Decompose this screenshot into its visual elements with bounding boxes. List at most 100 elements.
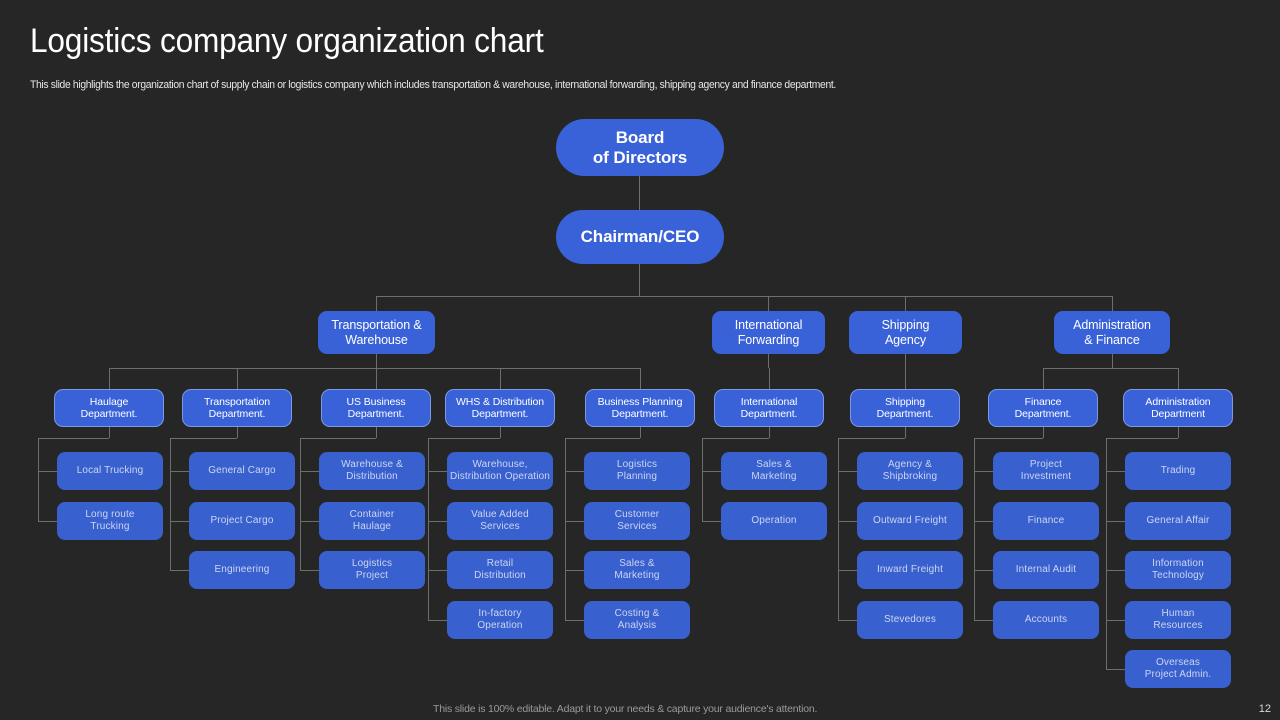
- node-function-shipping-0[interactable]: Agency &Shipbroking: [857, 452, 963, 490]
- connector-leaf-stub-0-3-3: [428, 619, 447, 621]
- node-label-line1: Customer: [614, 508, 660, 520]
- node-function-administration-0[interactable]: Trading: [1125, 452, 1231, 490]
- node-division-transportation-warehouse[interactable]: Transportation & Warehouse: [318, 311, 435, 354]
- node-function-shipping-1[interactable]: Outward Freight: [857, 501, 963, 540]
- connector-dept-bus-0: [109, 368, 640, 369]
- connector-spine-jog-0-4: [565, 438, 640, 439]
- node-function-business-planning-3[interactable]: Costing &Analysis: [584, 600, 690, 639]
- connector-leaf-stub-2-0-1: [838, 520, 857, 522]
- node-function-finance-1[interactable]: Finance: [993, 501, 1099, 540]
- node-label-line1: Internal Audit: [1015, 564, 1077, 576]
- node-label-line2: Marketing: [614, 570, 660, 581]
- node-function-transportation-2[interactable]: Engineering: [189, 551, 295, 589]
- connector-spine-0-1: [170, 438, 171, 570]
- node-function-shipping-2[interactable]: Inward Freight: [857, 551, 963, 589]
- node-label-line1: Logistics: [616, 459, 658, 471]
- connector-spine-1-0: [702, 438, 703, 521]
- connector-dept-stem-0-0: [109, 368, 110, 389]
- connector-dept-stem-1-0: [769, 368, 770, 389]
- node-label-line1: Sales &: [619, 558, 655, 570]
- node-function-business-planning-2[interactable]: Sales &Marketing: [584, 551, 690, 589]
- connector-leaf-stub-3-1-2: [1106, 570, 1125, 571]
- node-division-shipping-agency[interactable]: Shipping Agency: [849, 311, 962, 354]
- node-function-whs-distribution-0[interactable]: Warehouse,Distribution Operation: [447, 452, 553, 490]
- node-chairman-ceo[interactable]: Chairman/CEO: [556, 210, 724, 264]
- node-function-international-0[interactable]: Sales &Marketing: [721, 452, 827, 490]
- connector-leaf-stub-3-0-0: [974, 471, 993, 472]
- connector-dept-stem-2-0: [905, 368, 906, 389]
- node-label-line2: Haulage: [352, 520, 392, 532]
- node-function-transportation-1[interactable]: Project Cargo: [189, 501, 295, 540]
- node-label-line2: Department.: [471, 408, 529, 420]
- node-function-finance-2[interactable]: Internal Audit: [993, 551, 1099, 589]
- connector-leaf-stub-0-0-1: [38, 520, 57, 522]
- node-label-line2: Project Admin.: [1144, 669, 1212, 680]
- connector-leaf-stub-0-1-2: [170, 570, 189, 571]
- node-label-line1: Project: [1029, 459, 1063, 471]
- connector-leaf-stub-3-0-1: [974, 520, 993, 522]
- node-label-line1: Project Cargo: [210, 514, 274, 526]
- node-function-finance-3[interactable]: Accounts: [993, 600, 1099, 639]
- node-division-international-forwarding[interactable]: International Forwarding: [712, 311, 825, 354]
- node-label-line2: Planning: [616, 471, 658, 482]
- connector-leaf-stub-2-0-0: [838, 471, 857, 472]
- node-label-line2: Technology: [1151, 570, 1205, 581]
- node-label-line2: Distribution: [474, 570, 526, 581]
- node-function-shipping-3[interactable]: Stevedores: [857, 600, 963, 639]
- node-label-line2: Shipbroking: [882, 471, 938, 482]
- connector-leaf-stub-0-3-2: [428, 570, 447, 571]
- connector-leaf-stub-0-1-0: [170, 471, 189, 472]
- connector-spine-jog-0-1: [170, 438, 237, 439]
- node-function-transportation-0[interactable]: General Cargo: [189, 452, 295, 490]
- node-label-line2: Analysis: [617, 619, 657, 631]
- node-label-line2: Project: [355, 570, 389, 581]
- node-label-line1: Stevedores: [883, 613, 937, 625]
- node-function-administration-1[interactable]: General Affair: [1125, 501, 1231, 540]
- node-label-line2: Agency: [884, 332, 927, 347]
- node-function-haulage-0[interactable]: Local Trucking: [57, 452, 163, 490]
- node-label-line1: Operation: [751, 514, 797, 526]
- connector-dept-stem-0-1: [237, 368, 238, 389]
- connector-leaf-stub-0-2-1: [300, 520, 319, 522]
- node-division-administration-finance[interactable]: Administration & Finance: [1054, 311, 1170, 354]
- node-board-of-directors[interactable]: Board of Directors: [556, 119, 724, 176]
- connector-board-to-chairman: [639, 176, 640, 210]
- node-label-line1: Administration: [1073, 318, 1151, 332]
- node-label-line2: Department.: [80, 408, 138, 420]
- node-label-line1: Agency &: [887, 459, 932, 471]
- connector-leaf-stub-0-4-2: [565, 570, 584, 571]
- node-label-line1: Container: [349, 508, 395, 520]
- connector-division-drop-3: [1112, 296, 1113, 311]
- connector-spine-3-0: [974, 438, 975, 620]
- node-label-line1: Local Trucking: [76, 465, 144, 477]
- node-label-line1: Costing &: [614, 607, 660, 619]
- node-function-us-business-0[interactable]: Warehouse &Distribution: [319, 452, 425, 490]
- node-label-line1: Finance: [1027, 514, 1065, 526]
- node-function-international-1[interactable]: Operation: [721, 501, 827, 540]
- connector-leaf-stub-3-1-4: [1106, 669, 1125, 670]
- connector-leaf-stub-2-0-2: [838, 570, 857, 571]
- connector-spine-drop-0-3: [500, 427, 501, 438]
- node-label-line1: Value Added: [471, 508, 529, 520]
